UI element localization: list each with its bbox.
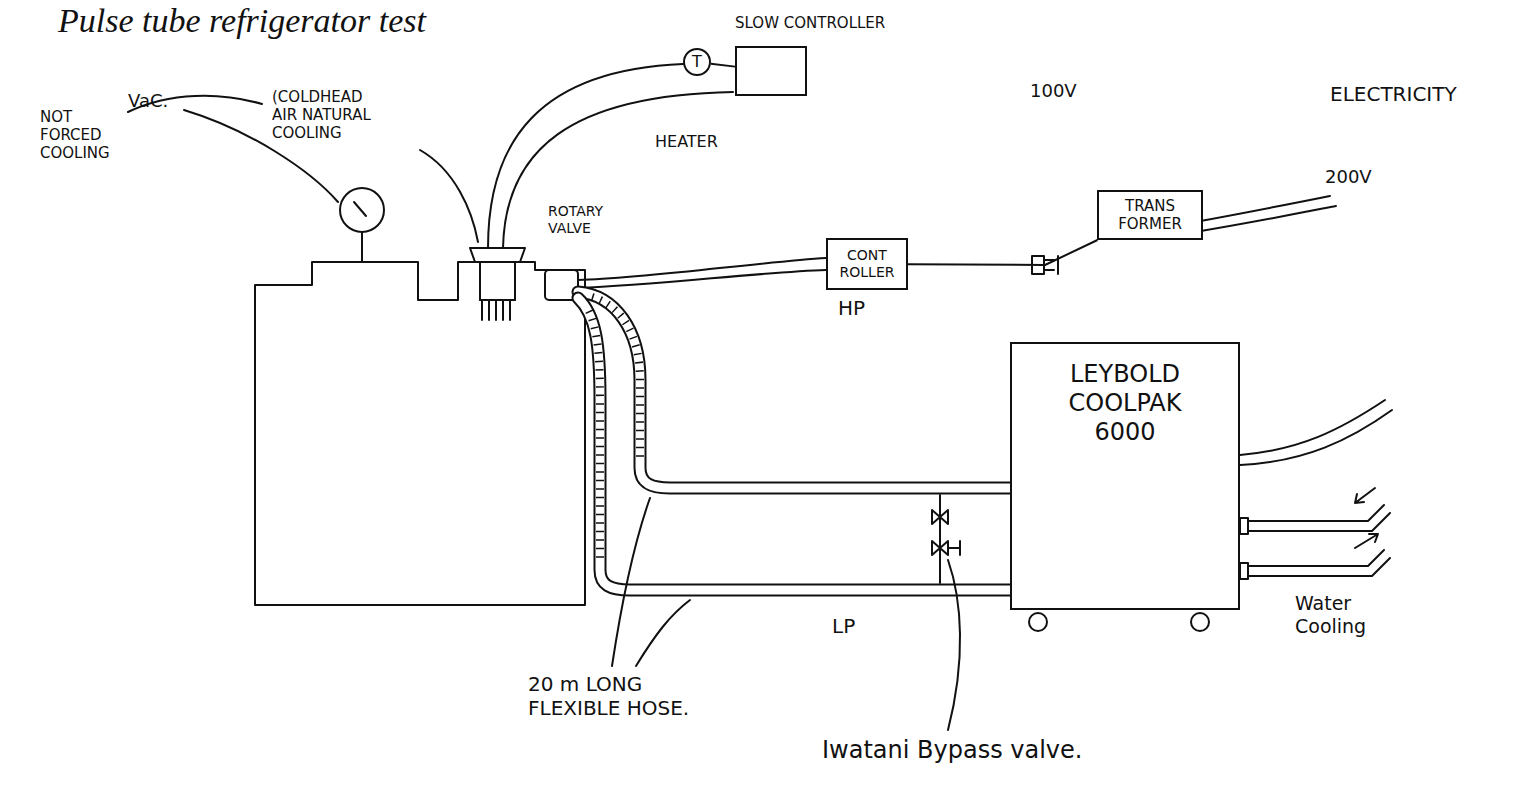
valve-cable — [578, 270, 826, 288]
mains-cable — [1195, 206, 1336, 232]
box-text: LEYBOLD COOLPAK 6000 — [1050, 360, 1200, 446]
power-cable — [1240, 410, 1392, 465]
leader-line — [612, 498, 650, 666]
line-label: HP — [838, 296, 865, 320]
coldhead-cap — [470, 248, 525, 262]
coldhead-fins — [482, 300, 510, 320]
leader-line — [948, 560, 960, 730]
bypass-line — [939, 495, 941, 583]
gauge-label: VaC. — [128, 90, 168, 112]
slow-controller: SLOW CONTROLLER — [735, 14, 885, 96]
cable-connector — [711, 64, 735, 67]
flow-arrow — [1355, 534, 1378, 548]
sensor-cable — [488, 64, 683, 248]
vacuum-gauge — [340, 188, 384, 232]
cable-label: HEATER — [655, 132, 718, 151]
flow-arrow — [1355, 488, 1375, 503]
coldhead-body — [480, 299, 515, 301]
part-label: ROTARY VALVE — [548, 203, 622, 237]
supply-label: Water Cooling — [1295, 592, 1390, 638]
box-heading: SLOW CONTROLLER — [735, 14, 885, 32]
valve-symbol — [932, 510, 948, 524]
water-fitting — [1240, 518, 1248, 534]
callout-text: Iwatani Bypass valve. — [822, 736, 1082, 765]
cable-connector — [908, 240, 1098, 265]
wheel — [1191, 613, 1209, 631]
note-text: (COLDHEAD AIR NATURAL COOLING — [272, 88, 388, 142]
water-pipe — [1248, 550, 1390, 576]
line-label: LP — [832, 614, 855, 638]
vacuum-chamber — [255, 262, 585, 605]
controller-box — [735, 46, 807, 96]
box-text: TRANS FORMER — [1105, 197, 1195, 233]
coldhead-body — [479, 262, 481, 300]
wheel — [1029, 613, 1047, 631]
note-text: NOT FORCED COOLING — [40, 108, 122, 162]
heater-cable — [503, 92, 733, 248]
sensor-circle — [684, 49, 710, 75]
box-text: CONT ROLLER — [834, 247, 900, 281]
valve-symbol — [932, 541, 948, 555]
hp-hose — [578, 292, 1010, 488]
leader-line — [420, 150, 478, 242]
valve-handle — [948, 541, 960, 555]
gauge-stem — [361, 232, 363, 262]
valve-controller: CONT ROLLER — [826, 238, 908, 290]
coldhead-body — [514, 262, 516, 300]
hp-hose — [578, 292, 1010, 488]
compressor-unit: LEYBOLD COOLPAK 6000 — [1010, 342, 1240, 610]
valve-cable — [578, 258, 826, 280]
callout-text: 20 m LONG FLEXIBLE HOSE. — [528, 672, 728, 720]
leader-line — [636, 600, 690, 666]
gauge-needle — [354, 202, 366, 216]
voltage-label: 100V — [1030, 80, 1077, 102]
water-pipe — [1248, 505, 1390, 531]
hose-braid — [589, 311, 600, 560]
diagram-title: Pulse tube refrigerator test — [58, 2, 426, 40]
box-text: T — [683, 48, 711, 76]
power-cable — [1240, 400, 1385, 455]
voltage-label: 200V — [1325, 166, 1372, 188]
mains-cable — [1195, 196, 1330, 222]
transformer-box: TRANS FORMER — [1097, 190, 1203, 240]
temperature-sensor: T — [683, 48, 711, 76]
supply-label: ELECTRICITY — [1330, 82, 1457, 106]
water-fitting — [1240, 563, 1248, 579]
lp-hose — [578, 298, 1010, 590]
lp-hose — [578, 298, 1010, 590]
